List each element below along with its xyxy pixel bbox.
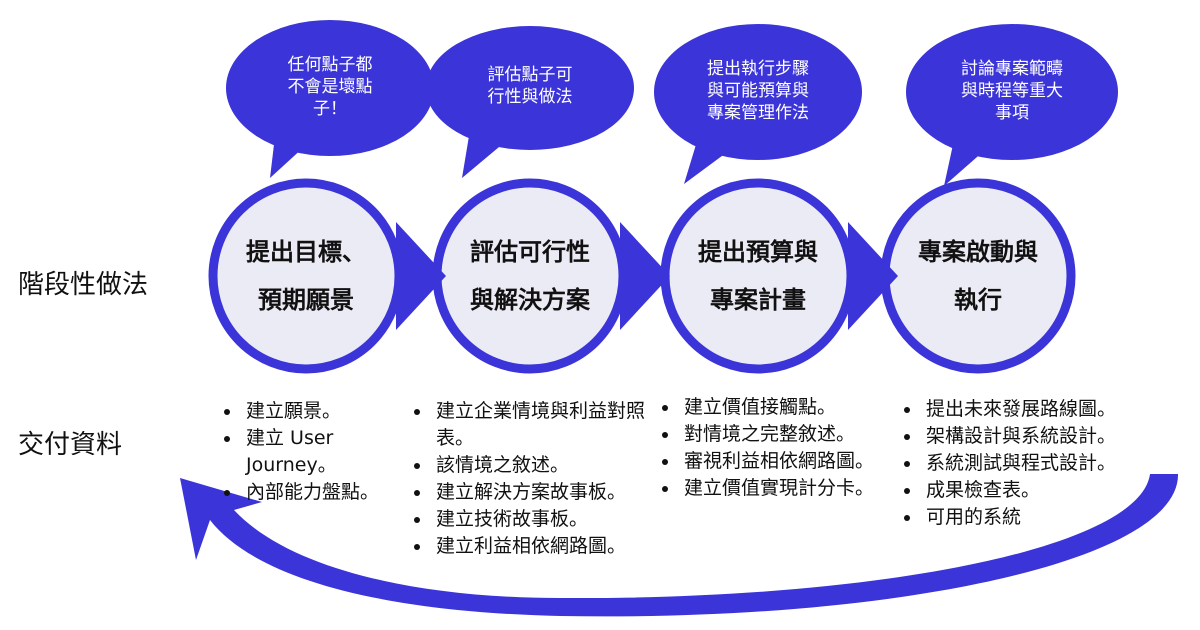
list-item: 對情境之完整敘述。 (680, 421, 900, 448)
phase-circle-1 (208, 178, 446, 374)
bubble-text-1: 任何點子都 不會是壞點 子！ (287, 55, 373, 119)
list-item: 建立解決方案故事板。 (432, 479, 670, 506)
phased-approach-label: 階段性做法 (18, 270, 149, 300)
deliverables-list-2: 建立企業情境與利益對照表。 該情境之敘述。 建立解決方案故事板。 建立技術故事板… (412, 398, 670, 560)
phase-title-3: 提出預算與 專案計畫 (698, 238, 818, 314)
list-item: 建立價值接觸點。 (680, 394, 900, 421)
phase-title-2: 評估可行性 與解決方案 (470, 238, 590, 314)
list-item: 建立願景。 (242, 398, 410, 425)
list-item: 建立技術故事板。 (432, 506, 670, 533)
speech-bubble-2 (426, 26, 634, 178)
bubble-text-4: 討論專案範疇 與時程等重大 事項 (961, 59, 1063, 123)
phase-title-4: 專案啟動與 執行 (918, 238, 1038, 314)
list-item: 架構設計與系統設計。 (922, 423, 1172, 450)
bubble-text-3: 提出執行步驟 與可能預算與 專案管理作法 (707, 59, 809, 123)
list-item: 建立企業情境與利益對照表。 (432, 398, 670, 452)
bubble-text-2: 評估點子可 行性與做法 (487, 65, 573, 107)
list-item: 成果檢查表。 (922, 477, 1172, 504)
phase-circle-2 (432, 178, 670, 374)
phase-title-1: 提出目標、 預期願景 (246, 238, 366, 314)
phase-circle-3 (660, 178, 898, 374)
speech-bubble-3 (654, 24, 862, 184)
deliverables-list-4: 提出未來發展路線圖。 架構設計與系統設計。 系統測試與程式設計。 成果檢查表。 … (902, 396, 1172, 531)
return-arrow (180, 474, 1179, 617)
list-item: 系統測試與程式設計。 (922, 450, 1172, 477)
list-item: 建立 User Journey。 (242, 425, 410, 479)
list-item: 提出未來發展路線圖。 (922, 396, 1172, 423)
list-item: 建立利益相依網路圖。 (432, 533, 670, 560)
speech-bubble-1 (226, 20, 434, 178)
deliverables-list-3: 建立價值接觸點。 對情境之完整敘述。 審視利益相依網路圖。 建立價值實現計分卡。 (660, 394, 900, 502)
deliverables-label: 交付資料 (18, 430, 123, 460)
list-item: 內部能力盤點。 (242, 479, 410, 506)
list-item: 建立價值實現計分卡。 (680, 475, 900, 502)
deliverables-list-1: 建立願景。 建立 User Journey。 內部能力盤點。 (222, 398, 410, 506)
list-item: 該情境之敘述。 (432, 452, 670, 479)
list-item: 可用的系統 (922, 504, 1172, 531)
speech-bubble-4 (906, 24, 1118, 186)
list-item: 審視利益相依網路圖。 (680, 448, 900, 475)
